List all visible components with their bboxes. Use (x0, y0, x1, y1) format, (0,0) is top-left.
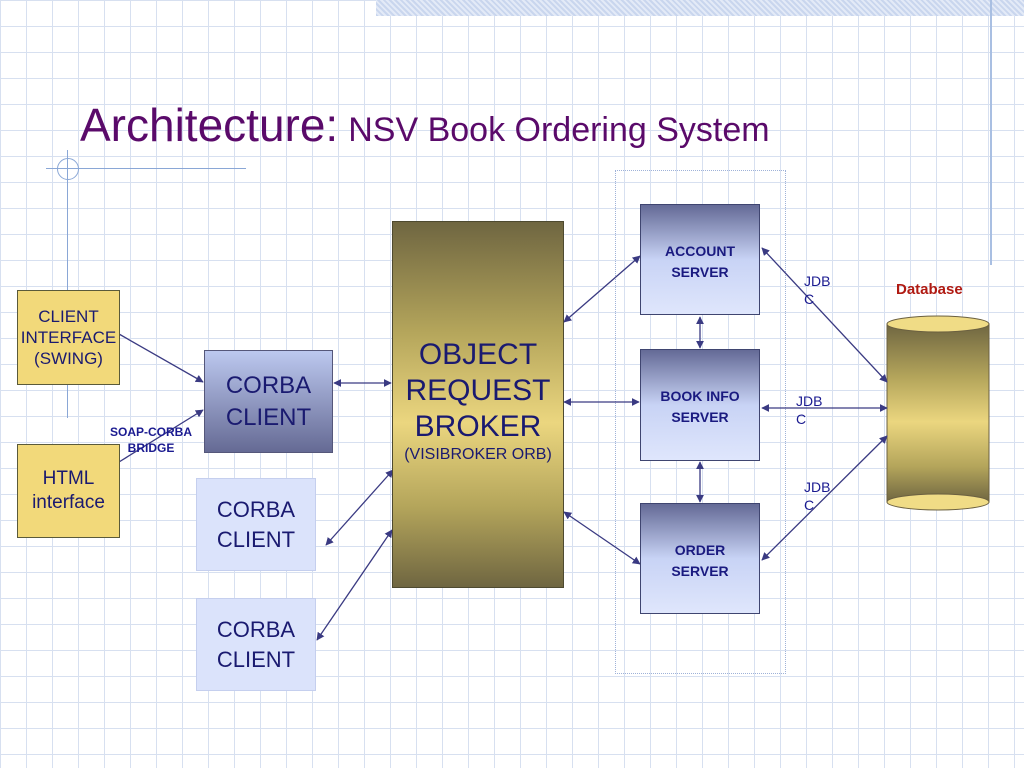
crosshair-decor (57, 158, 79, 180)
edge-orb-account (563, 255, 641, 323)
server-panel (615, 170, 786, 674)
database-label: Database (896, 281, 963, 298)
orb-title: OBJECT REQUEST BROKER (405, 338, 551, 443)
html-interface-label: HTML interface (32, 468, 105, 513)
left-decor-line (67, 150, 68, 418)
client-interface-label: CLIENT INTERFACE (SWING) (20, 306, 117, 369)
corba-client-main-label: CORBA CLIENT (225, 372, 312, 431)
corba-client-3-label: CORBA CLIENT (216, 616, 296, 672)
title-subtitle: NSV Book Ordering System (348, 111, 770, 149)
edge-client3-orb (316, 529, 393, 641)
edge-client2-orb (325, 469, 394, 546)
jdbc-label-3: JDB C (804, 479, 831, 513)
corba-client-3: CORBA CLIENT (196, 598, 316, 691)
title-main: Architecture: (80, 99, 339, 151)
edge-swing-to-client (118, 333, 204, 383)
account-server: ACCOUNT SERVER (640, 204, 760, 315)
account-server-label: ACCOUNT SERVER (665, 243, 735, 280)
object-request-broker: OBJECT REQUEST BROKER (VISIBROKER ORB) (392, 221, 564, 588)
edge-account-db (761, 247, 888, 383)
database-cylinder (886, 315, 990, 511)
right-decor-line (990, 0, 992, 265)
orb-subtitle: (VISIBROKER ORB) (404, 446, 552, 463)
book-info-server: BOOK INFO SERVER (640, 349, 760, 461)
order-server-label: ORDER SERVER (671, 542, 729, 579)
edge-order-db (761, 435, 888, 561)
corba-client-2: CORBA CLIENT (196, 478, 316, 571)
corba-client-2-label: CORBA CLIENT (216, 496, 296, 552)
jdbc-label-2: JDB C (796, 393, 823, 427)
order-server: ORDER SERVER (640, 503, 760, 614)
edge-html-to-client (118, 409, 204, 463)
jdbc-label-1: JDB C (804, 273, 831, 307)
client-interface-swing: CLIENT INTERFACE (SWING) (17, 290, 120, 385)
slide-title: Architecture:NSV Book Ordering System (80, 98, 770, 152)
html-interface: HTML interface (17, 444, 120, 538)
edge-orb-order (563, 511, 641, 565)
title-decor-line (46, 168, 246, 169)
top-decor-band (376, 0, 1024, 16)
corba-client-main: CORBA CLIENT (204, 350, 333, 453)
book-info-server-label: BOOK INFO SERVER (660, 388, 740, 425)
soap-corba-bridge-label: SOAP-CORBA BRIDGE (109, 425, 192, 456)
